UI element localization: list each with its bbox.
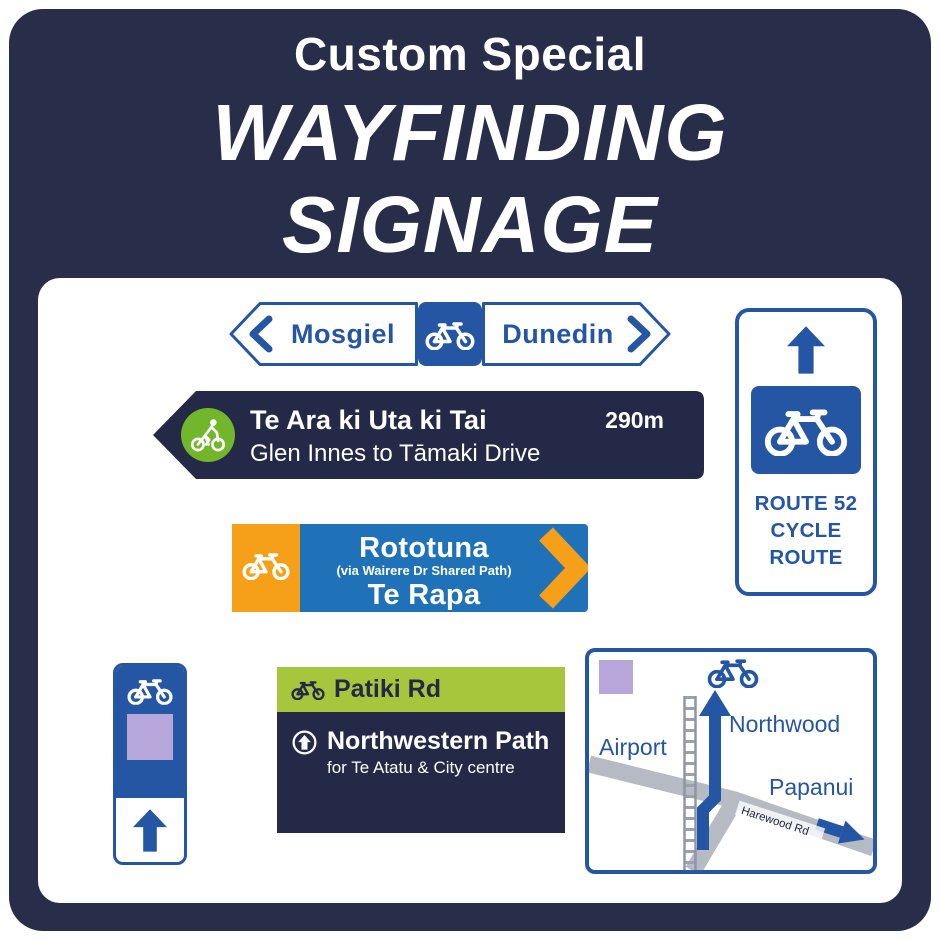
destination2-label: Te Rapa bbox=[368, 579, 481, 611]
bicycle-icon bbox=[291, 679, 325, 700]
lilac-square bbox=[599, 660, 633, 694]
route-path bbox=[697, 714, 721, 850]
arrow-up-icon bbox=[787, 326, 825, 374]
route-line3: ROUTE bbox=[769, 546, 843, 569]
bicycle-icon bbox=[764, 404, 848, 456]
bicycle-icon bbox=[127, 676, 173, 705]
route52-sign: ROUTE 52 CYCLE ROUTE bbox=[735, 308, 877, 596]
cycle-lane-arrow-section bbox=[116, 798, 184, 862]
map-graphic: Airport Northwood Papanui Harewood Rd bbox=[589, 659, 873, 870]
poster-title-line2: SIGNAGE bbox=[282, 180, 658, 269]
path-name-body: Northwestern Path for Te Atatu & City ce… bbox=[277, 712, 565, 833]
left-destination-blade: Mosgiel bbox=[229, 302, 418, 366]
bicycle-symbol-square bbox=[751, 386, 861, 474]
left-destination-label: Mosgiel bbox=[291, 319, 395, 349]
route-line1: ROUTE 52 bbox=[754, 492, 858, 515]
chevron-right-icon bbox=[627, 315, 651, 353]
bicycle-symbol-square bbox=[418, 302, 482, 366]
circle-arrow-icon bbox=[291, 729, 318, 756]
path-name-label: Te Ara ki Uta ki Tai bbox=[250, 405, 487, 435]
distance-label: 290m bbox=[605, 407, 664, 433]
route-arrow-up-icon bbox=[699, 690, 731, 716]
patiki-road-sign: Patiki Rd Northwestern Path for Te Atatu… bbox=[277, 667, 565, 833]
northwood-label: Northwood bbox=[729, 711, 840, 737]
direction-blade-sign: Mosgiel Dunedin bbox=[228, 302, 672, 366]
path-subtitle-label: Glen Innes to Tāmaki Drive bbox=[250, 440, 540, 467]
airport-label: Airport bbox=[599, 734, 667, 760]
chevron-right-icon bbox=[539, 527, 592, 609]
road-name-header: Patiki Rd bbox=[277, 667, 565, 712]
bicycle-icon bbox=[425, 319, 475, 350]
papanui-label: Papanui bbox=[769, 774, 853, 800]
poster-background: Custom Special WAYFINDING SIGNAGE Mosgie… bbox=[9, 9, 931, 931]
green-cycleway-badge bbox=[181, 408, 235, 462]
right-destination-label: Dunedin bbox=[502, 319, 614, 349]
path-name-label: Northwestern Path bbox=[327, 727, 550, 755]
signage-panel: Mosgiel Dunedin bbox=[38, 278, 902, 903]
orange-cycle-badge bbox=[232, 524, 300, 612]
rototuna-blade-sign: Rototuna (via Wairere Dr Shared Path) Te… bbox=[232, 524, 592, 612]
path-subtitle-label: for Te Atatu & City centre bbox=[327, 758, 515, 777]
right-destination-blade: Dunedin bbox=[482, 302, 671, 366]
poster-title-line1: WAYFINDING bbox=[212, 88, 728, 177]
route-arrow-right-icon bbox=[815, 818, 865, 844]
route-line2: CYCLE bbox=[770, 519, 842, 542]
bicycle-icon bbox=[707, 659, 759, 688]
cycle-lane-blue-section bbox=[116, 666, 184, 798]
destination1-label: Rototuna bbox=[359, 532, 489, 564]
cycle-lane-vertical-sign bbox=[113, 663, 187, 865]
via-label: (via Wairere Dr Shared Path) bbox=[336, 563, 511, 578]
path-distance-sign: Te Ara ki Uta ki Tai 290m Glen Innes to … bbox=[150, 390, 706, 480]
map-direction-sign: Airport Northwood Papanui Harewood Rd bbox=[585, 648, 877, 874]
chevron-left-icon bbox=[249, 315, 273, 353]
poster-subtitle: Custom Special bbox=[293, 28, 647, 80]
road-name-label: Patiki Rd bbox=[334, 675, 441, 703]
map-road-branch bbox=[685, 795, 743, 870]
route-name-label: ROUTE 52 CYCLE ROUTE bbox=[755, 490, 858, 571]
lilac-square bbox=[127, 714, 173, 760]
arrow-up-icon bbox=[133, 809, 167, 852]
